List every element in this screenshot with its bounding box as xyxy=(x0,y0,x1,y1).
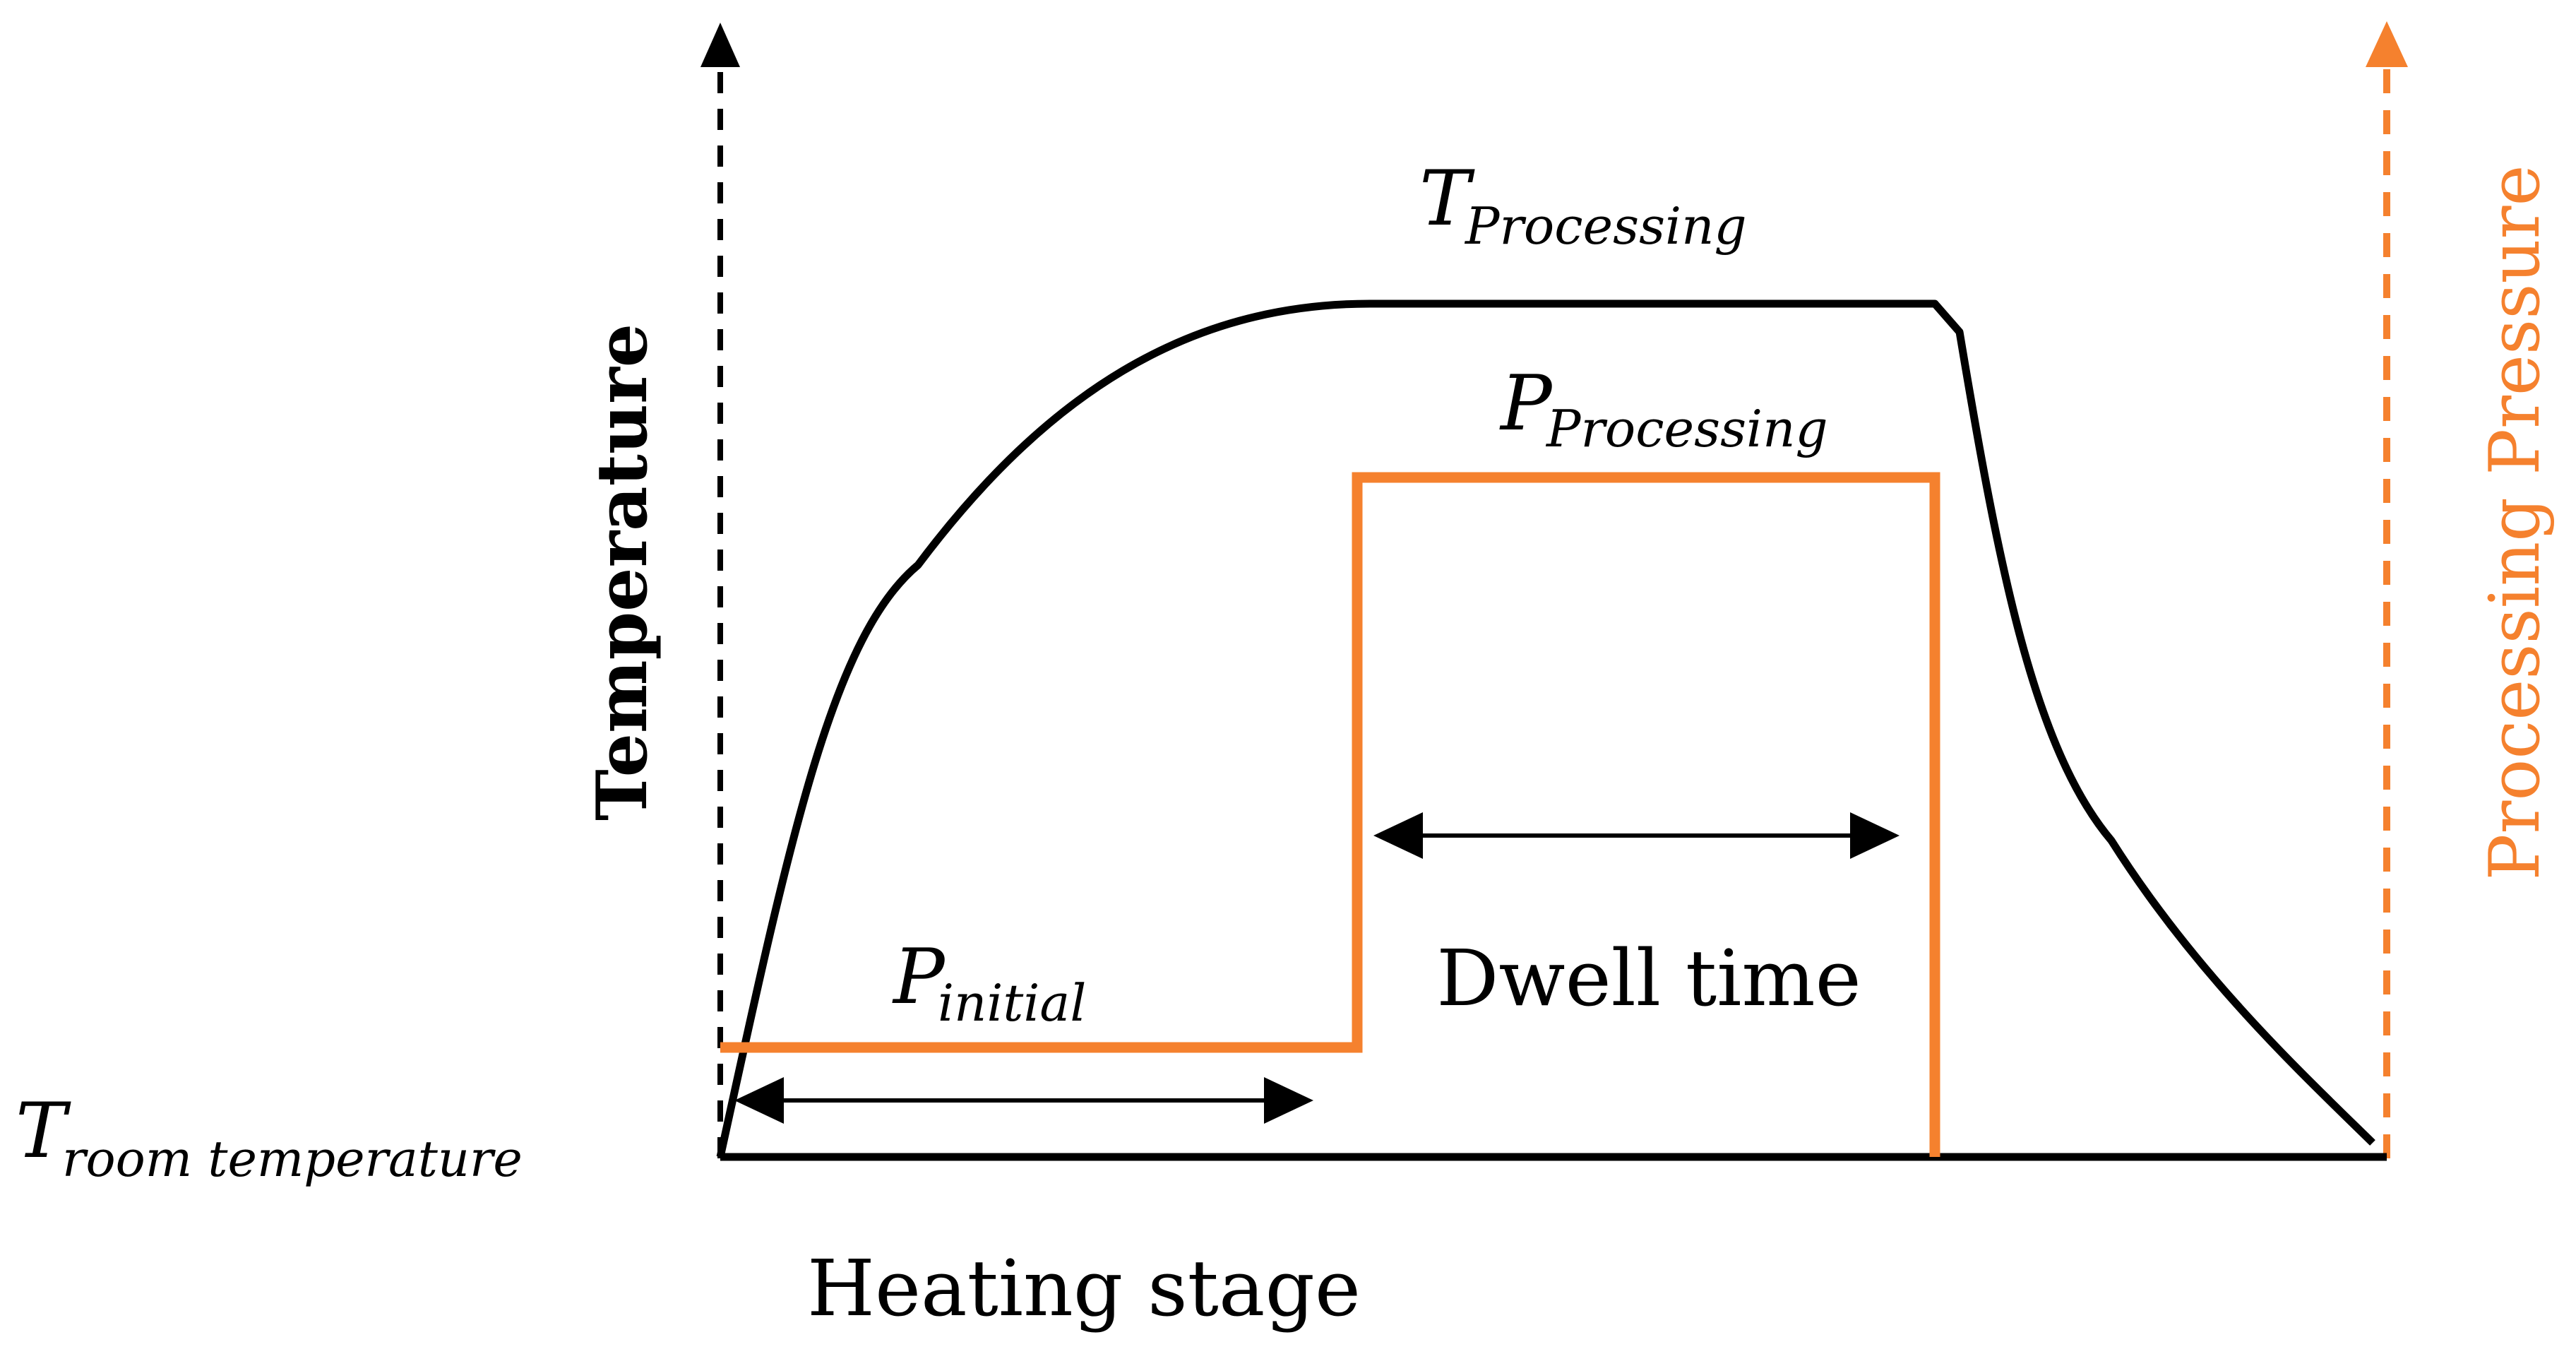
t-processing-subscript: Processing xyxy=(1464,196,1747,256)
t-room-base: T xyxy=(16,1087,71,1175)
temperature-axis-label: Temperature xyxy=(582,323,663,821)
temperature-curve xyxy=(716,299,2375,1158)
t-room-subscript: room temperature xyxy=(62,1130,523,1188)
heating-stage-arrow-left xyxy=(734,1077,784,1124)
p-processing-label: P Processing xyxy=(1499,360,1828,458)
pressure-curve xyxy=(720,472,1940,1157)
t-room-label: T room temperature xyxy=(16,1087,523,1188)
p-initial-base: P xyxy=(892,933,946,1021)
p-processing-base: P xyxy=(1499,360,1554,448)
t-processing-base: T xyxy=(1419,155,1475,243)
pressure-axis-label: Processing Pressure xyxy=(2475,165,2556,881)
p-initial-subscript: initial xyxy=(938,973,1086,1033)
pressure-axis-arrowhead xyxy=(2366,21,2408,67)
temperature-axis-arrowhead xyxy=(700,23,740,67)
heating-stage-arrow-right xyxy=(1264,1077,1313,1124)
dwell-time-label: Dwell time xyxy=(1436,933,1861,1023)
t-processing-label: T Processing xyxy=(1419,155,1747,256)
heating-stage-label: Heating stage xyxy=(807,1243,1361,1334)
dwell-time-arrow-right xyxy=(1850,812,1900,859)
dwell-time-arrow-left xyxy=(1373,812,1423,859)
p-processing-subscript: Processing xyxy=(1545,399,1828,458)
p-initial-label: P initial xyxy=(892,933,1086,1033)
